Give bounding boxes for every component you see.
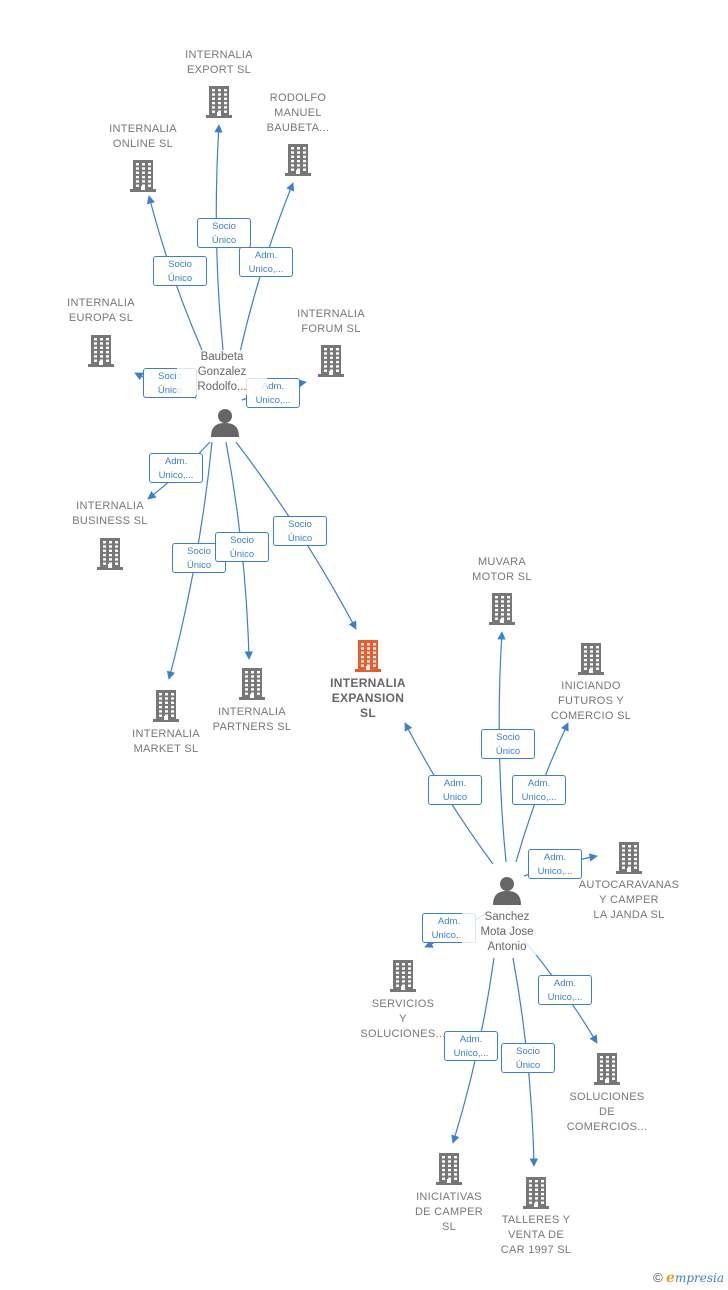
company-label-partners[interactable]: INTERNALIA PARTNERS SL	[212, 706, 292, 733]
person-icon-baubeta[interactable]	[210, 407, 240, 437]
company-label-iniciando[interactable]: INICIANDO FUTUROS Y COMERCIO SL	[550, 680, 632, 722]
building-icon-forum[interactable]	[318, 343, 344, 377]
building-icon-rodolfo[interactable]	[285, 142, 311, 176]
company-label-market[interactable]: INTERNALIA MARKET SL	[132, 728, 200, 755]
person-icon-sanchez[interactable]	[492, 875, 522, 905]
building-icon-europa[interactable]	[88, 333, 114, 367]
company-label-forum[interactable]: INTERNALIA FORUM SL	[297, 308, 365, 335]
brand-initial: e	[666, 1270, 675, 1286]
edge-label-sanchez-to-autocaravanas[interactable]: Adm. Unico,...	[528, 849, 582, 879]
edge-label-sanchez-to-muvara[interactable]: Socio Único	[481, 729, 535, 759]
building-icon-talleres[interactable]	[523, 1175, 549, 1209]
company-label-expansion[interactable]: INTERNALIA EXPANSION SL	[330, 676, 406, 720]
company-label-talleres[interactable]: TALLERES Y VENTA DE CAR 1997 SL	[500, 1214, 572, 1256]
edge-label-baubeta-to-rodolfo[interactable]: Adm. Unico,...	[239, 247, 293, 277]
building-icon-servicios[interactable]	[390, 958, 416, 992]
edge-label-sanchez-to-talleres[interactable]: Socio Único	[501, 1043, 555, 1073]
building-icon-soluciones[interactable]	[594, 1051, 620, 1085]
company-label-muvara[interactable]: MUVARA MOTOR SL	[472, 556, 532, 583]
company-label-europa[interactable]: INTERNALIA EUROPA SL	[67, 297, 135, 324]
building-icon-muvara[interactable]	[489, 591, 515, 625]
company-label-autocaravanas[interactable]: AUTOCARAVANAS Y CAMPER LA JANDA SL	[578, 879, 680, 921]
copyright-brand: © empresia	[653, 1270, 724, 1286]
company-label-business[interactable]: INTERNALIA BUSINESS SL	[72, 500, 148, 527]
building-icon-expansion[interactable]	[355, 638, 381, 672]
building-icon-autocaravanas[interactable]	[616, 840, 642, 874]
edge-label-baubeta-to-export[interactable]: Socio Único	[197, 218, 251, 248]
building-icon-iniciativas[interactable]	[436, 1151, 462, 1185]
building-icon-business[interactable]	[97, 536, 123, 570]
edge-label-sanchez-to-iniciativas[interactable]: Adm. Unico,...	[444, 1031, 498, 1061]
brand-name: mpresia	[674, 1271, 724, 1285]
edge-label-baubeta-to-online[interactable]: Socio Único	[153, 256, 207, 286]
edge-label-baubeta-to-partners[interactable]: Socio Único	[215, 532, 269, 562]
edge-label-sanchez-to-soluciones[interactable]: Adm. Unico,...	[538, 975, 592, 1005]
building-icon-market[interactable]	[153, 688, 179, 722]
company-label-export[interactable]: INTERNALIA EXPORT SL	[185, 49, 253, 76]
building-icon-export[interactable]	[206, 84, 232, 118]
building-icon-iniciando[interactable]	[578, 641, 604, 675]
edge-label-baubeta-to-business[interactable]: Adm. Unico,...	[149, 453, 203, 483]
copyright-symbol: ©	[653, 1270, 663, 1285]
building-icon-partners[interactable]	[239, 666, 265, 700]
company-label-servicios[interactable]: SERVICIOS Y SOLUCIONES...	[360, 998, 446, 1040]
edge-label-sanchez-to-expansion[interactable]: Adm. Unico	[428, 775, 482, 805]
person-label-baubeta[interactable]: Baubeta Gonzalez Rodolfo...	[177, 350, 267, 395]
building-icon-online[interactable]	[130, 158, 156, 192]
company-label-online[interactable]: INTERNALIA ONLINE SL	[109, 123, 177, 150]
company-label-soluciones[interactable]: SOLUCIONES DE COMERCIOS...	[566, 1091, 648, 1133]
person-label-sanchez[interactable]: Sanchez Mota Jose Antonio	[462, 910, 552, 955]
edge-label-sanchez-to-iniciando[interactable]: Adm. Unico,...	[512, 775, 566, 805]
company-label-rodolfo[interactable]: RODOLFO MANUEL BAUBETA...	[266, 92, 330, 134]
company-label-iniciativas[interactable]: INICIATIVAS DE CAMPER SL	[414, 1191, 484, 1233]
edge-label-baubeta-to-expansion[interactable]: Socio Único	[273, 516, 327, 546]
